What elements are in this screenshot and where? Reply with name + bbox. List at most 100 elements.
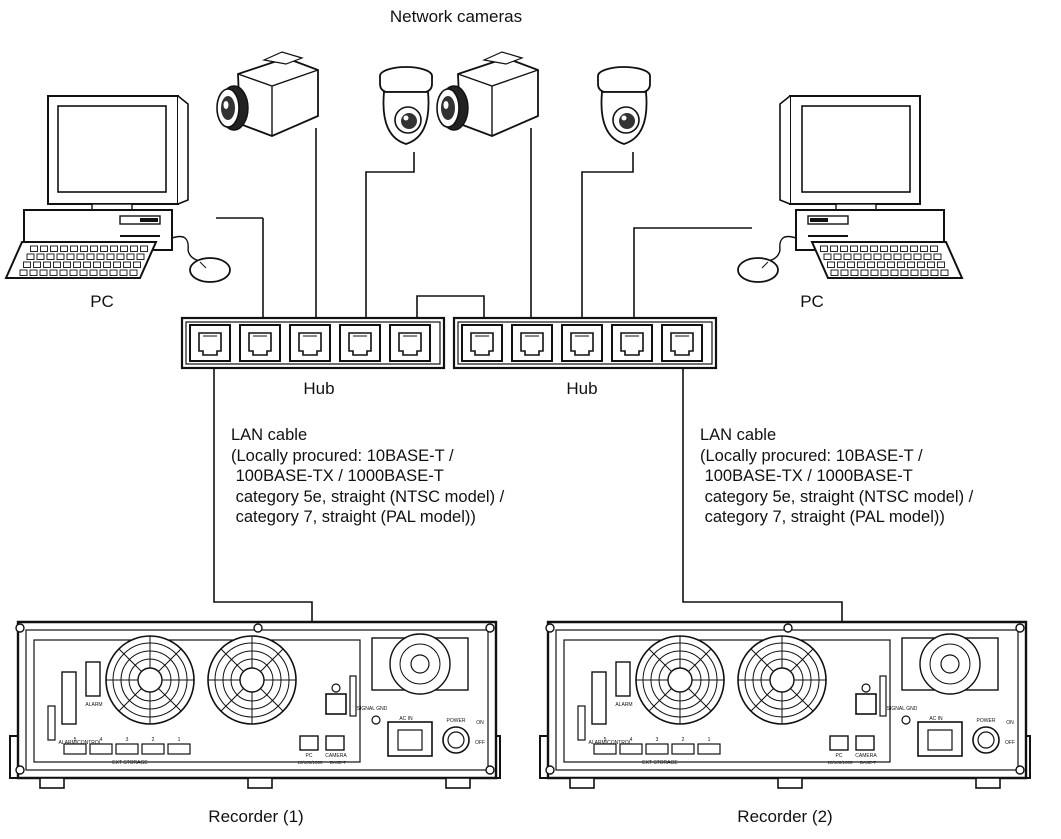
monitor-side (779, 95, 791, 205)
keyboard-key (60, 245, 68, 252)
ext-storage-port-icon (141, 743, 165, 755)
keyboard-key (877, 261, 885, 268)
keyboard-key (870, 269, 879, 276)
hub-inner-frame (185, 321, 441, 365)
recorder-foot (247, 777, 273, 789)
slot (879, 675, 887, 717)
keyboard-key (116, 253, 125, 260)
ground-terminal-icon (901, 715, 911, 725)
pc-left (4, 95, 231, 283)
psu-fan-ring (399, 643, 441, 685)
keyboard-key (70, 245, 78, 252)
rj45-port-icon (389, 324, 431, 362)
keyboard-key (820, 245, 828, 252)
rj45-port-icon (611, 324, 653, 362)
keyboard-key (140, 245, 148, 252)
recorder-foot (569, 777, 595, 789)
ext-storage-port-number: 4 (100, 737, 103, 743)
keyboard-key (840, 269, 849, 276)
lan-cable-title: LAN cable (700, 426, 777, 444)
keyboard-key (840, 245, 848, 252)
lan-cable-note-right: LAN cable (Locally procured: 10BASE-T / … (700, 425, 973, 528)
keyboard-key (913, 253, 922, 260)
keyboard-key (69, 269, 78, 276)
mouse-icon (737, 257, 779, 283)
screw-icon (253, 623, 263, 633)
alarm-connector (61, 671, 77, 725)
ext-storage-port-icon (619, 743, 643, 755)
recorder-foot (445, 777, 471, 789)
keyboard-key (133, 261, 141, 268)
keyboard-key (56, 253, 65, 260)
keyboard-key (833, 253, 842, 260)
keyboard-key (126, 253, 135, 260)
keyboard-key (39, 269, 48, 276)
ext-storage-port-number: 5 (604, 737, 607, 743)
alarm-control-label: ALARM/CONTROL (58, 740, 101, 746)
ext-storage-port-number: 2 (682, 737, 685, 743)
keyboard-key (937, 261, 945, 268)
power-label: POWER (977, 718, 996, 724)
cable-pc-right (633, 227, 752, 320)
keyboard-key (46, 253, 55, 260)
keyboard-key (907, 261, 915, 268)
pc-right (737, 95, 964, 283)
mouse-icon (189, 257, 231, 283)
box-camera-icon (436, 51, 539, 137)
keyboard-key (120, 245, 128, 252)
keyboard-key (890, 245, 898, 252)
ac-inlet-socket (397, 729, 423, 751)
hub-right (452, 316, 718, 370)
screw-icon (485, 765, 495, 775)
keyboard-key (857, 261, 865, 268)
keyboard-key (887, 261, 895, 268)
alarm-control-connector (615, 661, 631, 697)
keyboard-key (96, 253, 105, 260)
lan-cable-line: 100BASE-TX / 1000BASE-T (231, 467, 444, 485)
keyboard-key (93, 261, 101, 268)
keyboard-key (129, 269, 138, 276)
fan-icon (635, 635, 725, 725)
ext-storage-port-icon (671, 743, 695, 755)
lan-cable-line: (Locally procured: 10BASE-T / (231, 446, 454, 465)
screw-icon (783, 623, 793, 633)
recorder-1-label: Recorder (1) (208, 807, 304, 826)
lan-cable-line: (Locally procured: 10BASE-T / (700, 446, 923, 465)
keyboard-key (870, 245, 878, 252)
recorder-2-label: Recorder (2) (737, 807, 833, 826)
keyboard-key (853, 253, 862, 260)
keyboard-key (106, 253, 115, 260)
keyboard-key (900, 245, 908, 252)
lan-cable-line: category 5e, straight (NTSC model) / (231, 487, 505, 506)
keyboard-key (830, 245, 838, 252)
cable-camera-4 (581, 152, 634, 320)
keyboard-key (119, 269, 128, 276)
keyboard-key (830, 269, 839, 276)
keyboard-key (99, 269, 108, 276)
recorder-foot (975, 777, 1001, 789)
monitor-screen (57, 105, 167, 193)
keyboard-key (863, 253, 872, 260)
signal-gnd-label: SIGNAL GND (887, 706, 918, 712)
keyboard-key (850, 269, 859, 276)
keyboard-key (80, 245, 88, 252)
keyboard-key (900, 269, 909, 276)
keyboard-key (29, 269, 38, 276)
keyboard-key (910, 269, 919, 276)
lan-cable-note-left: LAN cable (Locally procured: 10BASE-T / … (231, 425, 504, 528)
network-cameras-label: Network cameras (389, 7, 523, 26)
screw-icon (545, 765, 555, 775)
keyboard-key (917, 261, 925, 268)
ext-storage-port-icon (115, 743, 139, 755)
ext-storage-port-icon (697, 743, 721, 755)
keyboard-key (23, 261, 31, 268)
camera-port-label: CAMERA (855, 753, 877, 759)
keyboard-key (19, 269, 28, 276)
ext-storage-port-number: 1 (708, 737, 711, 743)
rj45-port-icon (461, 324, 503, 362)
ext-storage-port-icon (89, 743, 113, 755)
pc-port-label: PC (306, 753, 313, 759)
keyboard-key (893, 253, 902, 260)
